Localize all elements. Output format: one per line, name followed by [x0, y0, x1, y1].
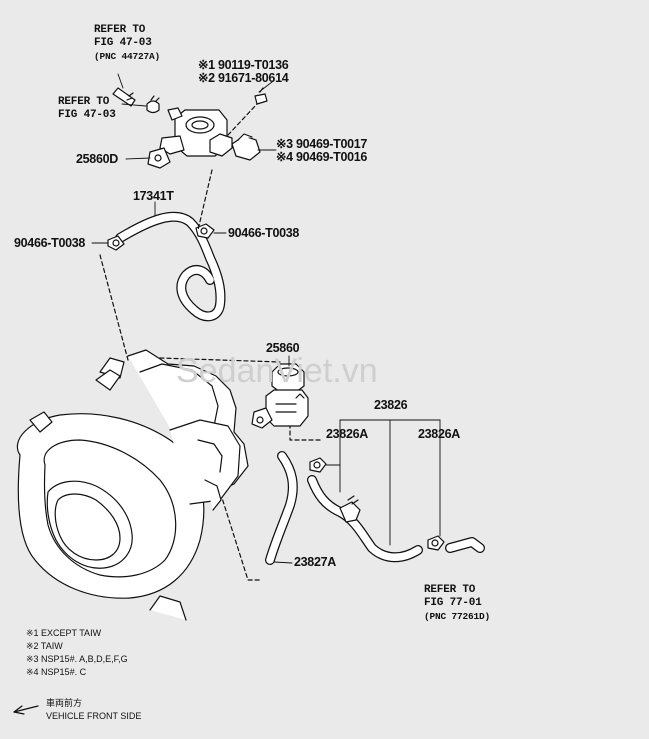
top-refer-label: REFER TO — [94, 24, 146, 36]
part-90466-right: 90466-T0038 — [228, 226, 300, 240]
clamp-90466-left — [107, 235, 125, 251]
top-hose-fitting — [112, 87, 136, 107]
mid-clamp — [146, 95, 160, 114]
connector-90469 — [231, 133, 277, 161]
clamp-23826a-right — [427, 535, 445, 551]
hose-fitting — [339, 495, 361, 523]
part-91671: ※2 91671-80614 — [198, 71, 289, 85]
bolt — [254, 81, 273, 105]
part-90119: ※1 90119-T0136 — [198, 58, 289, 72]
arrow-icon — [13, 705, 39, 715]
footnote-1: ※1 EXCEPT TAIW — [26, 628, 102, 638]
part-17341t: 17341T — [133, 189, 174, 203]
footnote-3: ※3 NSP15#. A,B,D,E,F,G — [26, 654, 128, 664]
clamp-90466-right — [195, 223, 215, 239]
direction-en: VEHICLE FRONT SIDE — [46, 711, 142, 721]
bottom-refer-label: REFER TO — [424, 584, 476, 596]
hose-23826 — [307, 475, 423, 563]
top-refer-fig: FIG 47-03 — [94, 37, 152, 49]
top-refer-pnc: (PNC 44727A) — [94, 51, 161, 62]
hose-23827a — [265, 451, 298, 565]
direction-cn: 車両前方 — [46, 698, 83, 708]
bottom-refer-pnc: (PNC 77261D) — [424, 611, 491, 622]
vsv-valve-25860 — [251, 363, 309, 429]
vacuum-hose-17341t — [115, 211, 226, 322]
turbocharger-assembly — [16, 349, 249, 621]
part-23826a-left: 23826A — [326, 427, 368, 441]
part-25860d: 25860D — [76, 152, 118, 166]
watermark: SedanViet.vn — [176, 352, 378, 390]
part-90466-left: 90466-T0038 — [14, 236, 86, 250]
mid-refer-fig: FIG 47-03 — [58, 109, 116, 121]
part-23826: 23826 — [374, 398, 408, 412]
hose-end-fitting — [445, 537, 485, 553]
part-23827a: 23827A — [294, 555, 336, 569]
part-25860: 25860 — [266, 341, 300, 355]
part-23826a-right: 23826A — [418, 427, 460, 441]
vsv-valve-25860d — [147, 107, 233, 169]
clamp-23826a-left — [309, 457, 327, 473]
footnote-2: ※2 TAIW — [26, 641, 63, 651]
part-90469-t0017: ※3 90469-T0017 — [276, 137, 368, 151]
part-90469-t0016: ※4 90469-T0016 — [276, 150, 368, 164]
bottom-refer-fig: FIG 77-01 — [424, 597, 482, 609]
mid-refer-label: REFER TO — [58, 96, 110, 108]
footnote-4: ※4 NSP15#. C — [26, 667, 87, 677]
